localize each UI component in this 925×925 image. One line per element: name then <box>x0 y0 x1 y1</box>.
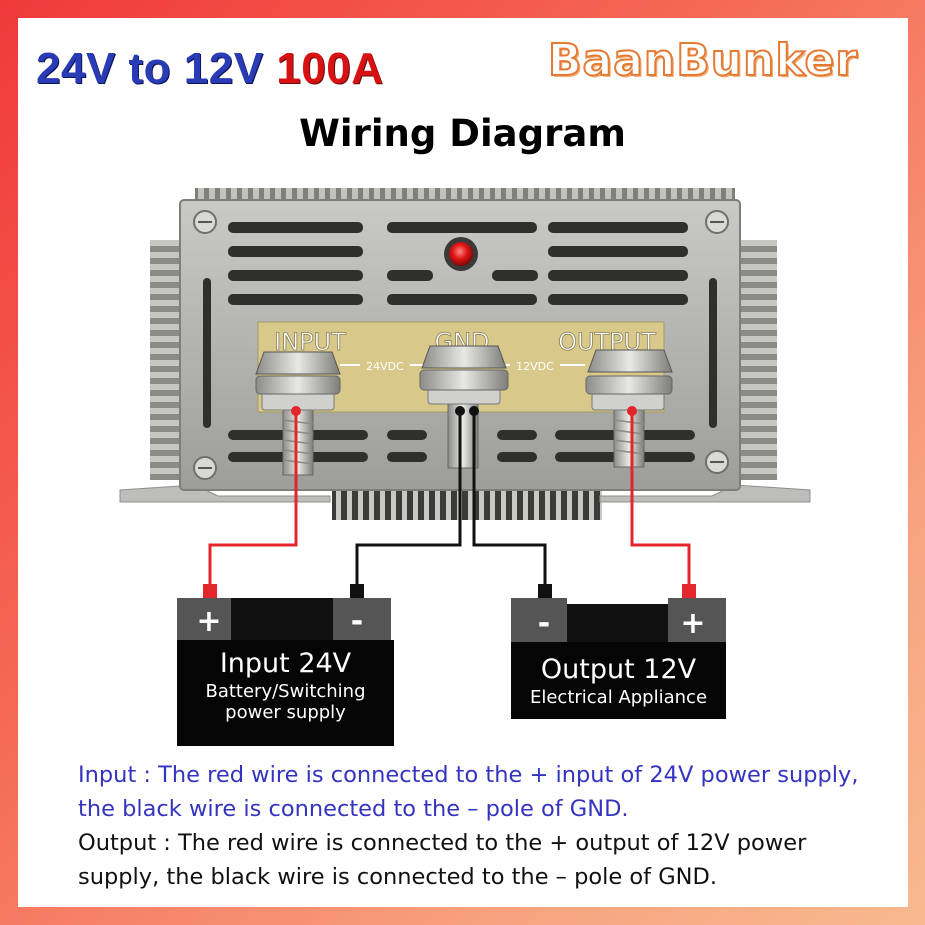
output-wiring-note: Output : The red wire is connected to th… <box>78 830 807 890</box>
input-terminal-bolt <box>255 351 341 476</box>
output-battery-title: Output 12V <box>540 654 697 685</box>
converter-unit: INPUT GND OUTPUT 24VDC 12VDC <box>119 188 811 520</box>
output-battery-body <box>511 642 726 719</box>
wires <box>208 412 691 588</box>
title-voltage-range: 24V to 12V <box>36 44 277 93</box>
input-battery <box>177 598 394 746</box>
input-negative-wire <box>355 412 462 588</box>
input-battery-negative-terminal <box>333 598 391 640</box>
right-fins <box>735 240 777 480</box>
output-battery-plus-sign: + <box>680 606 706 641</box>
input-positive-wire <box>208 412 298 588</box>
vent-slots <box>203 222 717 462</box>
output-terminal-bolt <box>585 349 673 468</box>
input-battery-minus-sign: - <box>350 604 364 639</box>
wiring-notes: Input : The red wire is connected to the… <box>78 758 878 894</box>
output-battery <box>511 598 726 719</box>
output-battery-desc: Electrical Appliance <box>529 687 708 708</box>
output-battery-label: Output 12V Electrical Appliance <box>511 654 726 708</box>
input-battery-desc-line2: power supply <box>225 702 346 723</box>
input-voltage-label: 24VDC <box>366 360 404 373</box>
brand-logo: BaanBunker <box>547 34 859 87</box>
wire-clips <box>203 584 696 598</box>
title-current: 100A <box>276 44 384 93</box>
power-led <box>449 242 473 266</box>
input-battery-positive-terminal <box>177 598 231 640</box>
input-battery-title: Input 24V <box>219 648 352 679</box>
input-battery-plus-sign: + <box>196 604 222 639</box>
page-title: 24V to 12V 100A <box>36 44 383 94</box>
corner-screws <box>193 210 729 480</box>
output-positive-wire <box>630 412 691 588</box>
wire-dots <box>291 406 637 416</box>
output-negative-wire <box>472 412 547 588</box>
input-battery-desc-line1: Battery/Switching <box>205 681 366 702</box>
output-battery-positive-terminal <box>668 598 726 642</box>
input-wiring-note: Input : The red wire is connected to the… <box>78 762 859 822</box>
output-voltage-label: 12VDC <box>516 360 554 373</box>
input-battery-label: Input 24V Battery/Switching power supply <box>177 648 394 723</box>
output-battery-negative-terminal <box>511 598 567 642</box>
left-mount-flange <box>119 484 331 503</box>
input-battery-body <box>177 640 394 746</box>
diagram-subtitle: Wiring Diagram <box>299 112 626 155</box>
output-battery-minus-sign: - <box>537 606 551 641</box>
